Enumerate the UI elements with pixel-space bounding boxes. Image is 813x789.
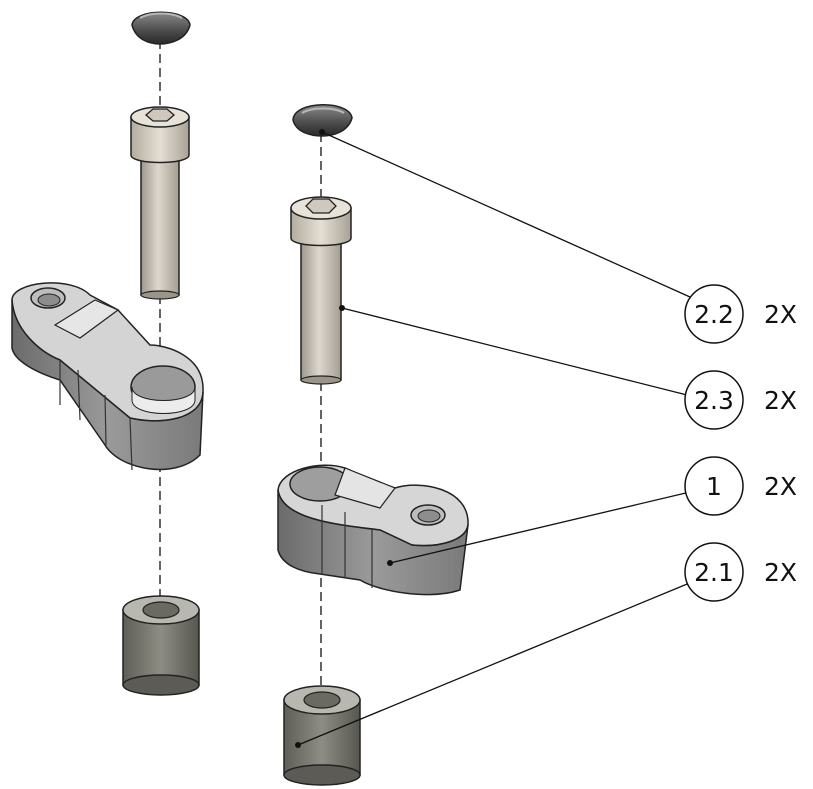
callout-2-2: 2.2 2X [684,284,797,344]
leader-dot-2-1 [295,742,301,748]
clamp-left [11,282,204,471]
item-number: 2.1 [694,558,734,587]
leader-dots [295,129,393,748]
quantity: 2X [764,472,797,501]
callout-1: 1 2X [684,456,797,516]
spacer-left [122,595,200,696]
leader-2-3 [341,307,688,396]
balloon [684,456,744,516]
item-number: 2.2 [694,300,734,329]
leader-2-2 [321,131,691,298]
spacer-right [283,685,361,786]
quantity: 2X [764,300,797,329]
bolt-right [290,196,352,385]
cap-right [292,104,353,137]
balloon [684,370,744,430]
bolt-left [130,106,190,300]
quantity: 2X [764,558,797,587]
clamp-right [277,464,469,596]
callout-2-1: 2.1 2X [684,542,797,602]
quantity: 2X [764,386,797,415]
balloon [684,284,744,344]
leader-1 [389,491,691,564]
leader-dot-2-2 [319,129,325,135]
balloon [684,542,744,602]
item-number: 1 [706,472,722,501]
leader-dot-2-3 [339,305,345,311]
leader-dot-1 [387,560,393,566]
cap-left [131,11,191,45]
callout-2-3: 2.3 2X [684,370,797,430]
item-number: 2.3 [694,386,734,415]
leader-lines [297,131,693,746]
leader-2-1 [297,581,693,746]
